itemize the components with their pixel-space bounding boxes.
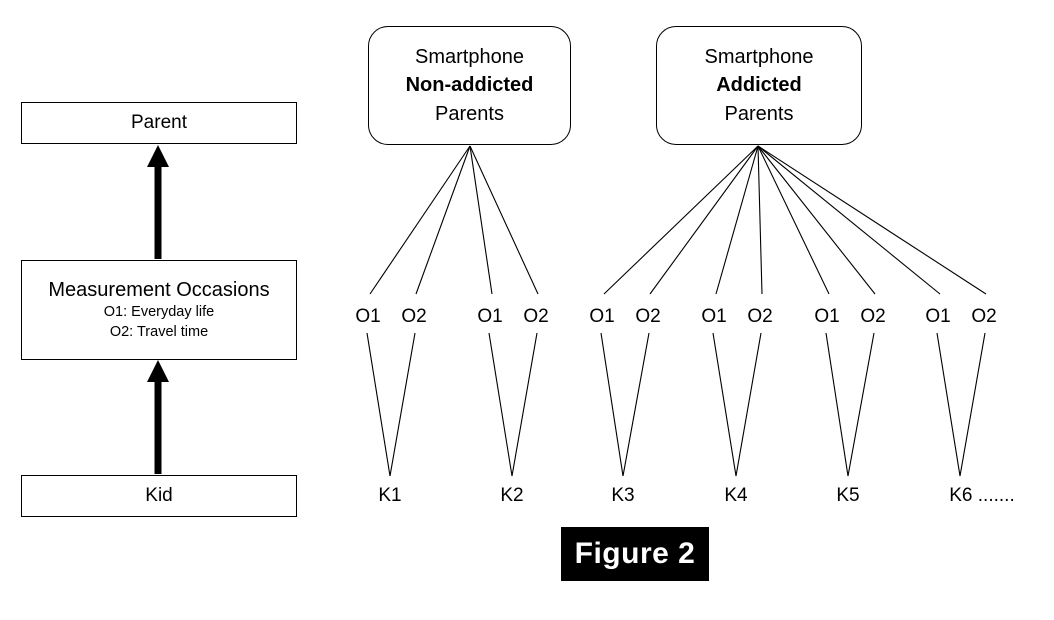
legend-kid-label: Kid [145, 485, 173, 507]
occasion-label: O1 [814, 306, 840, 327]
kid-label: K6 ....... [949, 485, 1015, 506]
group-title-line2: Non-addicted [405, 74, 534, 97]
occasion-label: O1 [355, 306, 381, 327]
kid-join-lines [366, 332, 986, 477]
group-title-line3: Parents [435, 102, 504, 125]
group-title-line3: Parents [724, 102, 794, 125]
occasion-label: O1 [925, 306, 951, 327]
figure-caption-text: Figure 2 [574, 537, 696, 570]
legend-parent-box: Parent [21, 102, 297, 144]
occasion-label: O1 [589, 306, 615, 327]
occasion-label: O2 [860, 306, 886, 327]
kid-label: K2 [500, 485, 524, 506]
occasion-label: O1 [477, 306, 503, 327]
kid-label: K4 [724, 485, 748, 506]
group-box-addicted: Smartphone Addicted Parents [656, 26, 862, 145]
occasion-label: O2 [747, 306, 773, 327]
group-title-line1: Smartphone [704, 45, 814, 68]
figure-caption: Figure 2 [561, 527, 709, 581]
legend-occasions-title: Measurement Occasions [48, 278, 270, 301]
occasion-label: O2 [971, 306, 997, 327]
group-box-non-addicted: Smartphone Non-addicted Parents [368, 26, 571, 145]
kid-label: K5 [836, 485, 860, 506]
legend-occasion-o2: O2: Travel time [109, 323, 209, 340]
occasion-label: O2 [401, 306, 427, 327]
legend-measurement-occasions-box: Measurement Occasions O1: Everyday life … [21, 260, 297, 360]
legend-kid-box: Kid [21, 475, 297, 517]
legend-arrow-kid-to-occasions [147, 360, 169, 474]
legend-arrow-occasions-to-parent [147, 145, 169, 259]
occasion-label: O2 [523, 306, 549, 327]
group-title-line1: Smartphone [415, 45, 524, 68]
kid-label: K3 [611, 485, 635, 506]
fan-lines-addicted [603, 145, 987, 295]
occasion-label: O1 [701, 306, 727, 327]
occasion-label: O2 [635, 306, 661, 327]
fan-lines-non-addicted [369, 145, 539, 295]
legend-occasion-o1: O1: Everyday life [103, 303, 215, 320]
legend-parent-label: Parent [131, 112, 187, 134]
group-title-line2: Addicted [716, 74, 802, 97]
kid-label: K1 [378, 485, 402, 506]
